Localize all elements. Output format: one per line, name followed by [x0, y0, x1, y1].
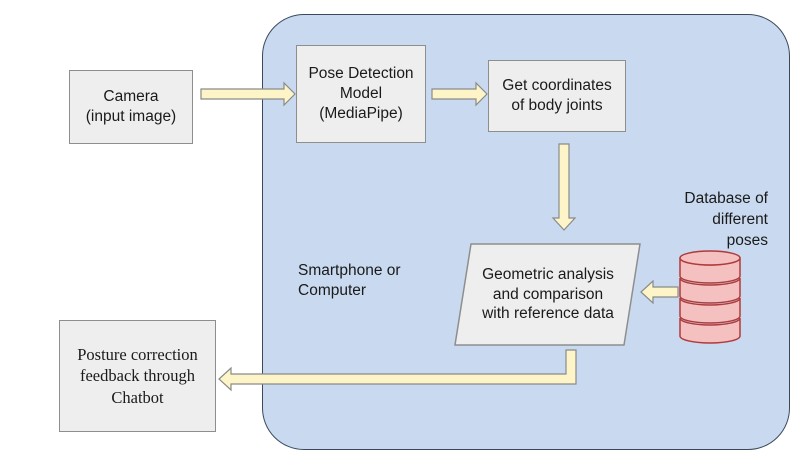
camera-node: Camera (input image) [69, 70, 193, 144]
analysis-node-shape [454, 243, 641, 346]
feedback-node: Posture correction feedback through Chat… [59, 320, 216, 432]
arrow-pose-to-coordinates [431, 81, 488, 107]
arrow-coordinates-to-analysis [551, 143, 577, 231]
arrow-analysis-to-feedback [218, 349, 577, 392]
analysis-node: Geometric analysis and comparison with r… [482, 265, 614, 323]
device-label: Smartphone or Computer [298, 262, 401, 300]
pose-detection-node: Pose Detection Model (MediaPipe) [296, 45, 426, 143]
coordinates-node: Get coordinates of body joints [488, 60, 626, 132]
database-label: Database of different poses [684, 190, 768, 249]
database-icon [679, 250, 741, 344]
arrow-database-to-analysis [640, 279, 679, 305]
arrow-camera-to-pose [200, 81, 296, 107]
